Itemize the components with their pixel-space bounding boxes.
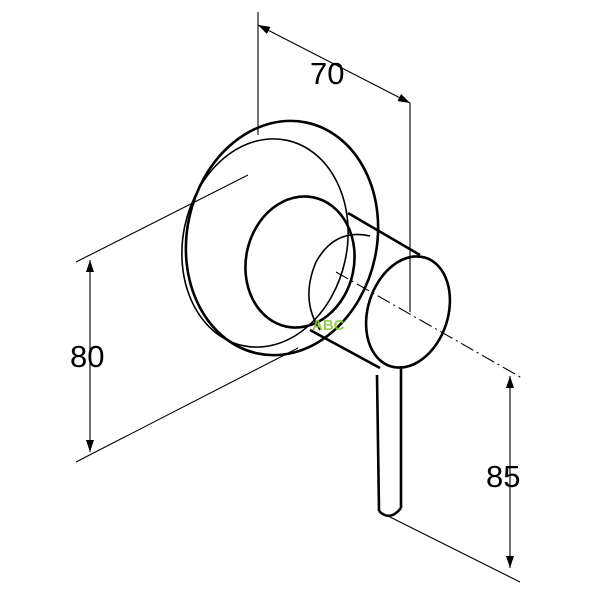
- dimension-label-85: 85: [486, 459, 520, 494]
- body-base-ellipse: [244, 195, 356, 329]
- dimension-label-80: 80: [70, 339, 104, 374]
- rosette-outer-rim: [184, 119, 380, 357]
- watermark-logo-text: ABC: [312, 317, 345, 334]
- extension-line-lever-bottom: [387, 515, 521, 583]
- dimension-label-70: 70: [310, 56, 344, 91]
- cap-front-face: [364, 255, 452, 369]
- extension-line-bottom: [75, 347, 299, 463]
- body-shoulder-edge-lower: [308, 261, 321, 331]
- watermark: ABC: [312, 317, 345, 334]
- lever-tip: [378, 507, 403, 518]
- body-top-silhouette: [347, 211, 421, 257]
- handle-cap: [364, 255, 452, 369]
- center-axis-line: [335, 271, 523, 379]
- wall-rosette: [181, 119, 380, 357]
- dimension-85: 85: [387, 376, 521, 583]
- extension-line-top: [75, 174, 249, 263]
- rosette-inner-rim: [181, 138, 349, 348]
- body-bottom-silhouette: [309, 328, 381, 370]
- dimension-80: 80: [70, 174, 299, 463]
- body-shoulder-edge: [315, 233, 371, 263]
- dimension-line-70: [257, 24, 411, 104]
- valve-body: [244, 195, 421, 370]
- dimension-70: 70: [257, 12, 411, 312]
- lever: [375, 366, 403, 518]
- lever-left-edge: [375, 374, 381, 512]
